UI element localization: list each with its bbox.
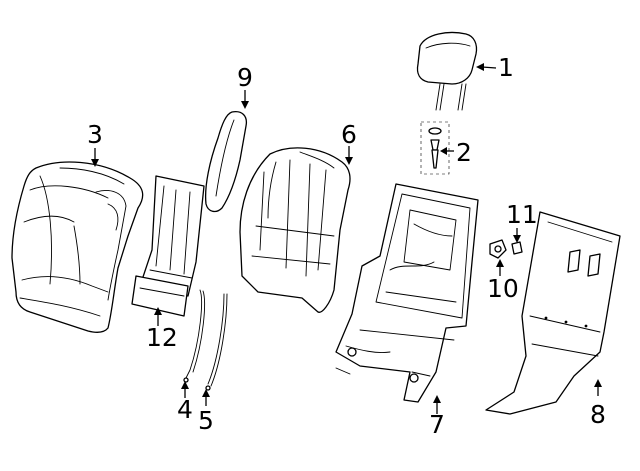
side-bolster [204,110,248,213]
headrest-guide [420,121,450,175]
callout-3: 3 [87,120,103,149]
seat-back-frame [335,183,479,403]
callout-4: 4 [177,395,193,424]
headrest [416,31,478,111]
callout-11: 11 [506,200,538,229]
support-rods [183,289,228,391]
back-panel-board [131,175,205,317]
callout-1: 1 [498,53,514,82]
clips [489,239,523,259]
callout-5: 5 [198,406,214,435]
callout-8: 8 [590,400,606,429]
callout-9: 9 [237,63,253,92]
seat-back-cover [11,161,144,333]
callout-12: 12 [146,323,178,352]
seat-back-pad [239,147,351,313]
callout-2: 2 [456,138,472,167]
rear-trim-panel [485,211,621,415]
callout-7: 7 [429,410,445,439]
callout-6: 6 [341,120,357,149]
callout-10: 10 [487,274,519,303]
callout-leaders [91,63,602,414]
